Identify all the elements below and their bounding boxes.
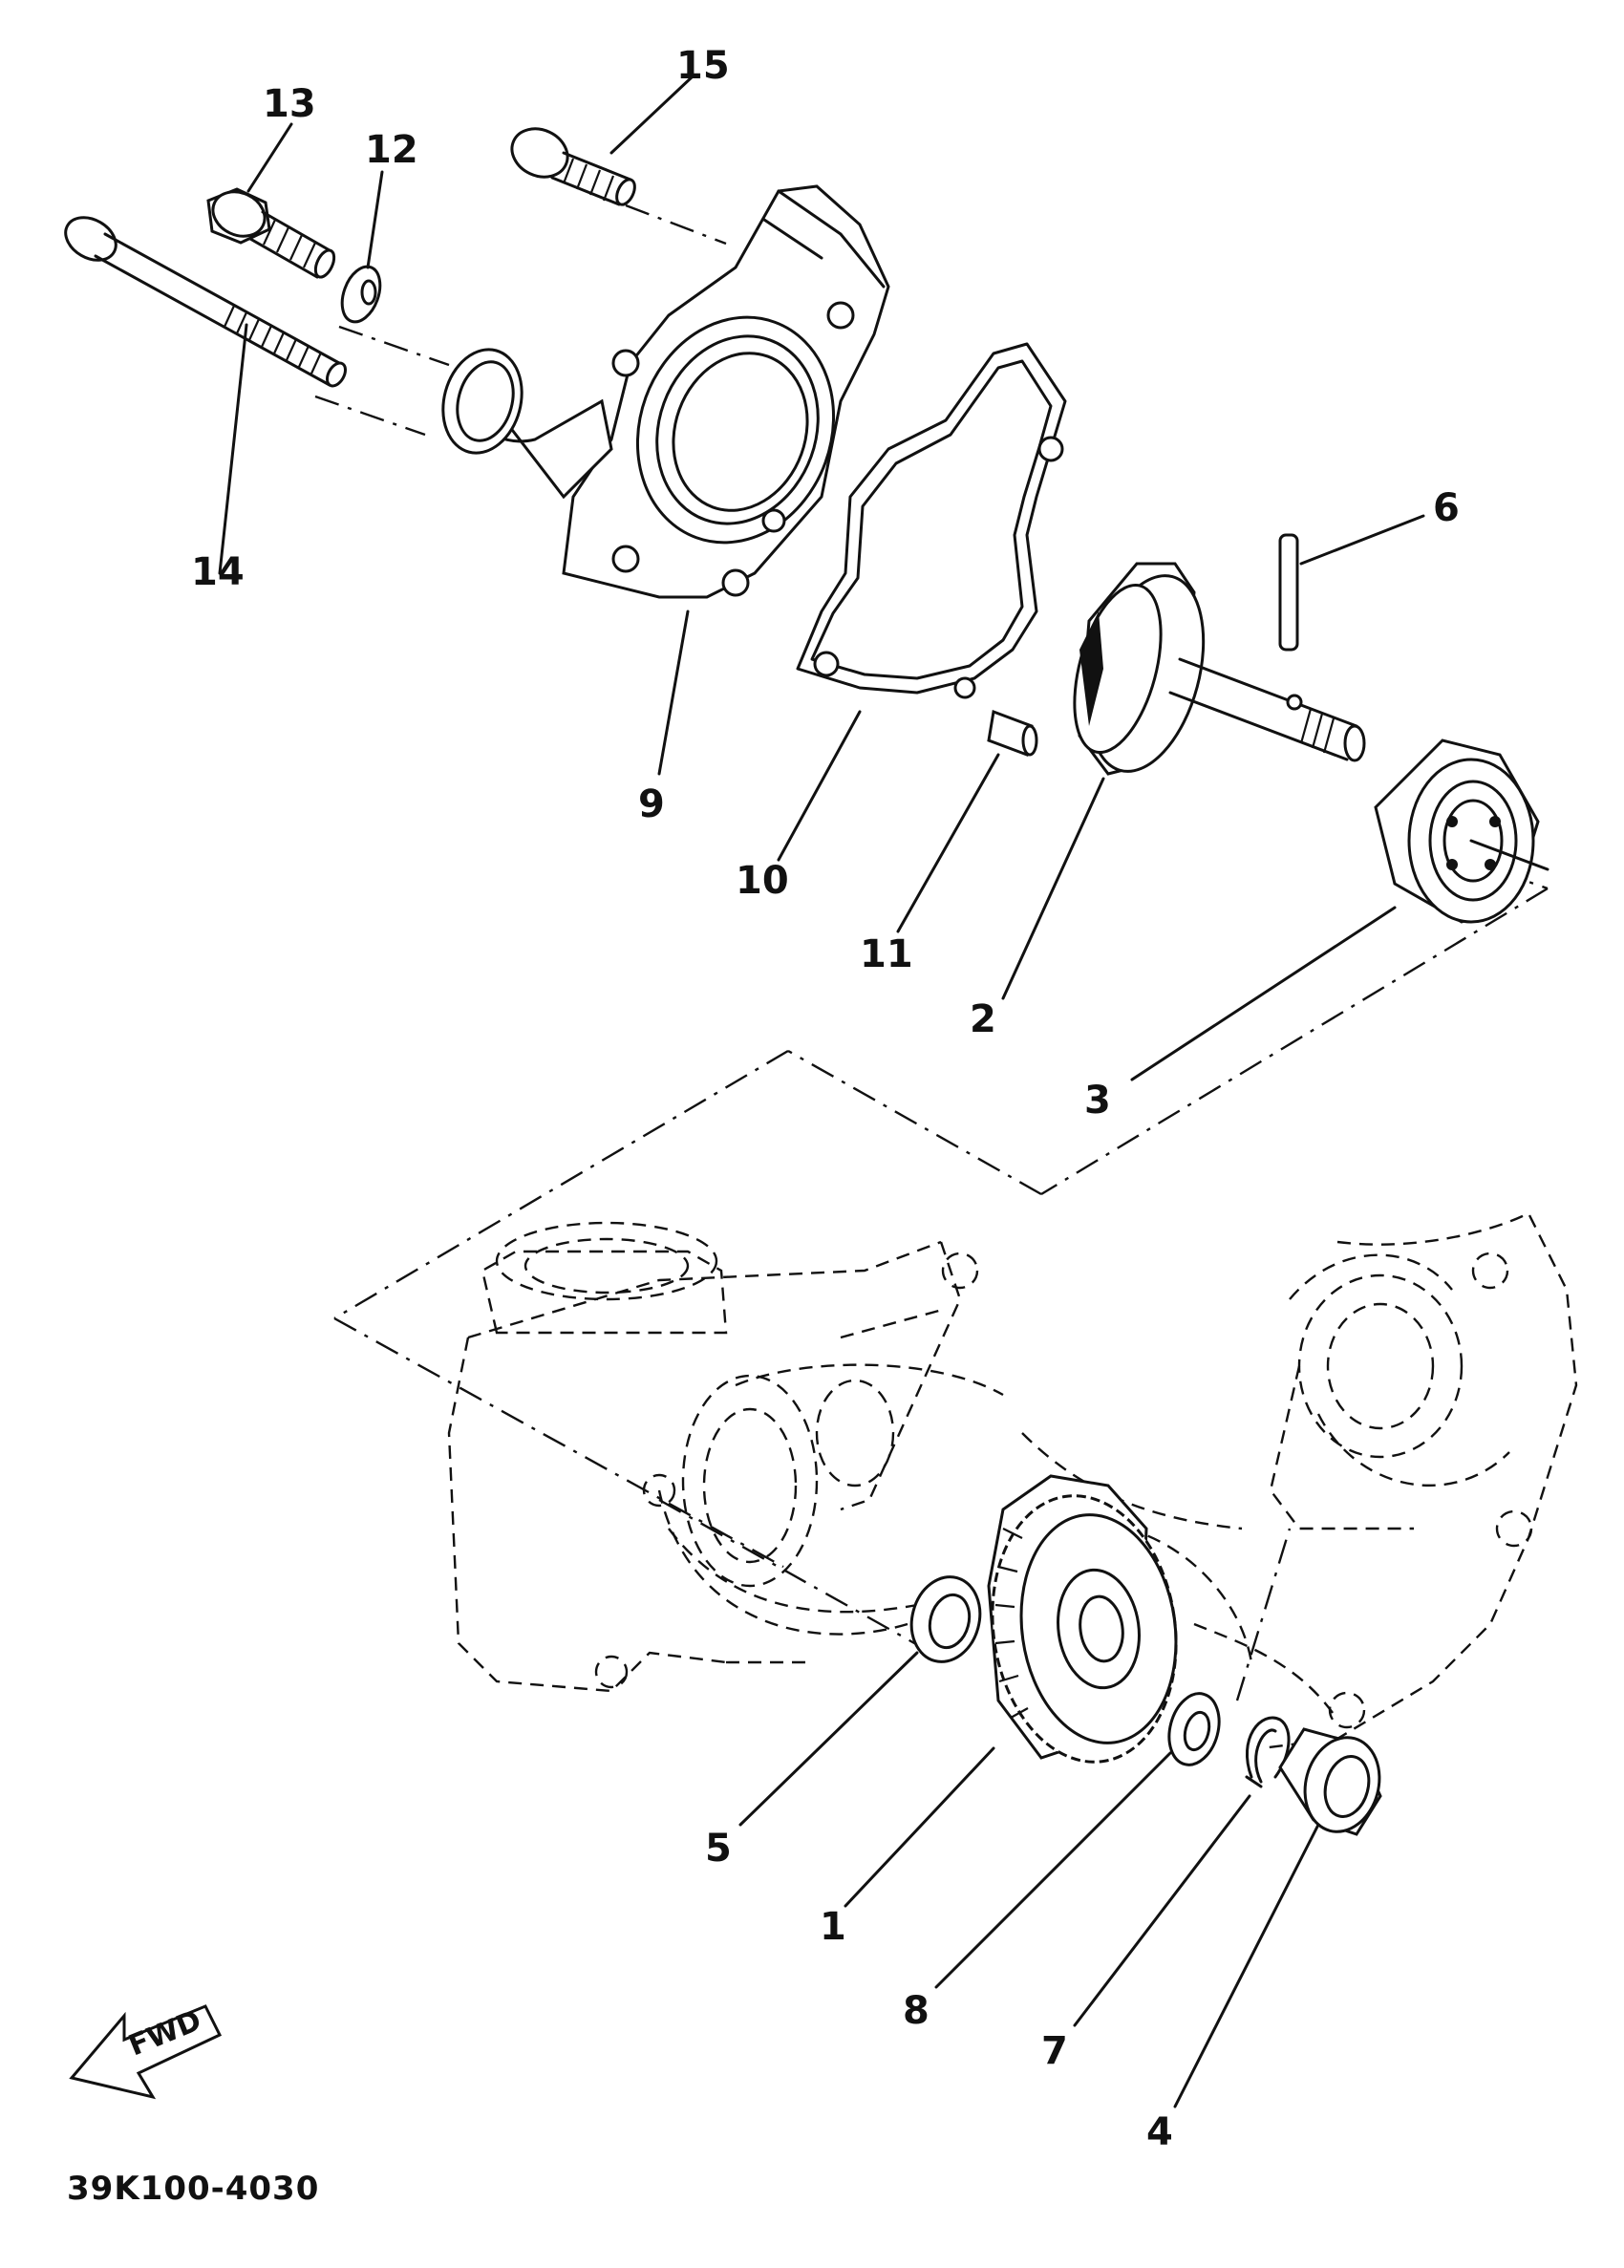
callout-8: 8 <box>903 1989 930 2033</box>
crankcase-outline <box>447 1211 1578 1750</box>
callout-14: 14 <box>191 550 245 594</box>
callout-10: 10 <box>736 859 789 903</box>
callout-1: 1 <box>820 1905 846 1949</box>
dowel-pin-icon <box>987 709 1038 758</box>
callout-2: 2 <box>970 997 996 1041</box>
callout-7: 7 <box>1041 2029 1068 2073</box>
impeller-shaft-icon <box>1073 562 1366 776</box>
pin-icon <box>1278 533 1299 652</box>
callout-6: 6 <box>1433 486 1460 530</box>
callout-13: 13 <box>263 82 316 126</box>
callout-15: 15 <box>676 44 730 88</box>
pump-housing-icon <box>441 184 890 599</box>
bolt-icon <box>510 127 636 206</box>
circlip-icon <box>1245 1716 1291 1788</box>
collar-icon <box>1278 1727 1382 1836</box>
gasket-icon <box>796 342 1067 699</box>
callout-3: 3 <box>1084 1079 1111 1123</box>
drawing-code: 39K100-4030 <box>67 2170 319 2208</box>
washer-icon <box>909 1575 982 1663</box>
callout-4: 4 <box>1146 2110 1173 2154</box>
bearing-icon <box>1374 738 1549 924</box>
fwd-arrow-icon: FWD <box>69 2004 223 2100</box>
washer-icon <box>340 265 382 324</box>
bolt-icon <box>206 187 336 279</box>
callout-11: 11 <box>860 932 913 976</box>
callout-12: 12 <box>365 128 418 172</box>
callout-5: 5 <box>705 1827 732 1871</box>
leader-lines <box>218 75 1425 2108</box>
alignment-lines <box>314 203 1549 1701</box>
callout-labels: 1 2 3 4 5 6 7 8 9 10 11 12 13 14 15 <box>191 44 1460 2154</box>
long-bolt-icon <box>64 216 347 388</box>
callout-9: 9 <box>638 782 665 826</box>
impeller-drive-gear-icon <box>987 1474 1178 1764</box>
washer-icon <box>1167 1692 1221 1766</box>
